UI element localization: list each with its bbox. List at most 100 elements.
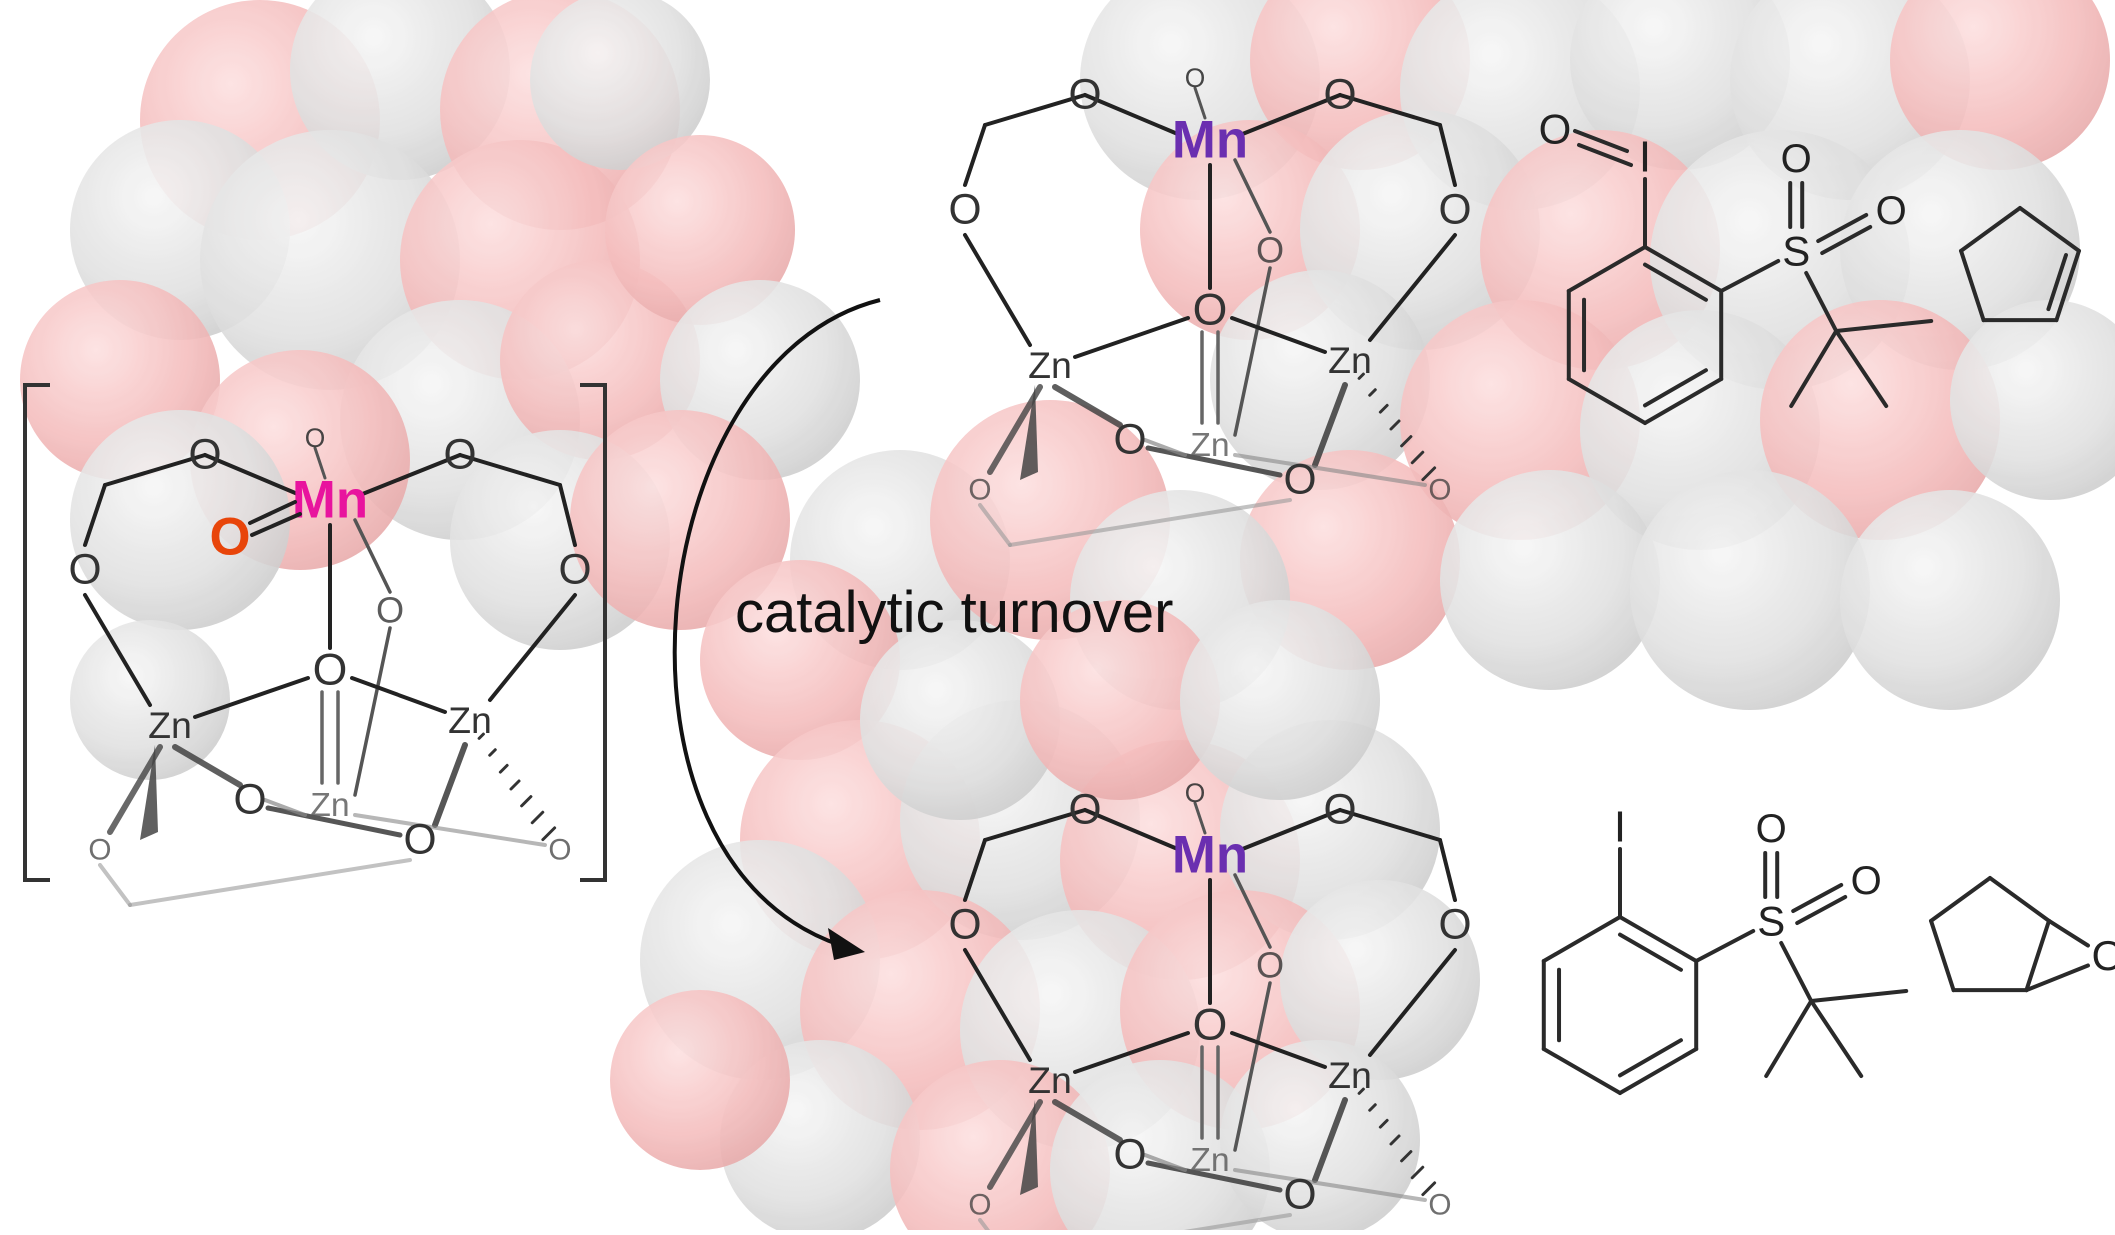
manganese-atom-label: Mn bbox=[1172, 826, 1248, 885]
bond bbox=[83, 593, 152, 707]
bond bbox=[1193, 801, 1207, 835]
bond bbox=[1791, 883, 1844, 913]
bond bbox=[353, 518, 392, 594]
oxygen-atom-label: O bbox=[1851, 859, 1882, 903]
background-atom-sphere bbox=[860, 620, 1060, 820]
arrow-head bbox=[828, 928, 865, 960]
bond bbox=[2018, 206, 2081, 253]
bond bbox=[477, 732, 485, 740]
background-atom-sphere bbox=[1950, 300, 2115, 500]
zinc-atom-label: Zn bbox=[1190, 426, 1229, 464]
bond bbox=[1573, 129, 1629, 153]
bond bbox=[103, 453, 207, 487]
bond bbox=[1577, 143, 1633, 167]
oxygen-atom-label: O bbox=[1428, 474, 1451, 507]
bond bbox=[1368, 233, 1457, 342]
bond bbox=[250, 512, 302, 537]
bond bbox=[1052, 1099, 1123, 1143]
bond bbox=[1421, 1181, 1437, 1197]
bond bbox=[1008, 498, 1292, 547]
bond bbox=[1233, 453, 1427, 487]
bond bbox=[1618, 1047, 1699, 1095]
background-atom-sphere bbox=[70, 410, 290, 630]
left-bracket bbox=[23, 383, 607, 882]
oxygen-atom-label: O bbox=[948, 187, 981, 234]
oxygen-atom-label: O bbox=[1876, 189, 1907, 233]
bond bbox=[350, 676, 447, 714]
oxygen-atom-label: O bbox=[188, 432, 221, 479]
oxygen-atom-label: O bbox=[1193, 286, 1228, 335]
wedge-bond bbox=[140, 745, 158, 840]
bond bbox=[1438, 838, 1457, 902]
bond bbox=[353, 813, 547, 847]
zinc-atom-label: Zn bbox=[148, 704, 192, 746]
background-atom-sphere bbox=[1440, 470, 1660, 690]
bond bbox=[1809, 999, 1864, 1078]
bond bbox=[1643, 262, 1708, 302]
bond bbox=[488, 593, 577, 702]
bond bbox=[1834, 319, 1934, 333]
bond bbox=[1719, 259, 1781, 293]
bond bbox=[1338, 808, 1442, 842]
bond bbox=[1238, 93, 1342, 137]
bond bbox=[541, 826, 557, 842]
bond bbox=[1073, 1031, 1190, 1074]
oxygen-atom-label: O bbox=[1756, 807, 1787, 851]
bond bbox=[1618, 932, 1683, 972]
background-atom-sphere bbox=[1020, 600, 1220, 800]
bond bbox=[1618, 1038, 1683, 1078]
oxygen-atom-label: O bbox=[968, 474, 991, 507]
oxygen-atom-label: O bbox=[968, 1189, 991, 1222]
oxygen-atom-label: O bbox=[1428, 1189, 1451, 1222]
bond bbox=[98, 863, 132, 907]
oxygen-atom-label: O bbox=[948, 902, 981, 949]
sulfur-atom-label: S bbox=[1782, 228, 1810, 275]
oxygen-atom-label: O bbox=[1256, 230, 1284, 271]
oxygen-atom-label: O bbox=[313, 646, 348, 695]
bond bbox=[530, 810, 545, 825]
bond bbox=[1083, 808, 1182, 852]
manganese-atom-label: Mn bbox=[1172, 111, 1248, 170]
bond bbox=[983, 93, 1087, 127]
bond bbox=[1357, 372, 1365, 380]
oxygen-atom-label: O bbox=[88, 834, 111, 867]
bond bbox=[1312, 1097, 1348, 1183]
bond bbox=[1834, 329, 1889, 408]
background-atom-sphere bbox=[530, 0, 710, 170]
bond bbox=[1400, 1150, 1413, 1163]
bond bbox=[1820, 225, 1873, 255]
bond bbox=[1410, 1165, 1425, 1180]
wedge-bond bbox=[1020, 1100, 1038, 1195]
bond bbox=[1143, 1153, 1187, 1172]
bond bbox=[1368, 388, 1377, 397]
bond bbox=[1410, 450, 1425, 465]
bond bbox=[1795, 895, 1848, 925]
bond bbox=[1541, 915, 1622, 963]
zinc-atom-label: Zn bbox=[1028, 1059, 1072, 1101]
bond bbox=[203, 453, 302, 497]
bond bbox=[358, 453, 462, 497]
oxygen-atom-label: O bbox=[1185, 63, 1206, 93]
bond bbox=[1438, 123, 1457, 187]
oxygen-atom-label: O bbox=[403, 817, 436, 864]
oxygen-atom-label: O bbox=[1256, 945, 1284, 986]
bracket-close bbox=[580, 383, 607, 882]
oxygen-atom-label: O bbox=[1113, 1132, 1146, 1179]
bond bbox=[1233, 873, 1272, 949]
background-atom-sphere bbox=[1210, 270, 1430, 490]
oxygen-atom-label: O bbox=[1185, 778, 1206, 808]
background-atom-sphere bbox=[1570, 0, 1790, 170]
bond bbox=[107, 744, 163, 835]
oxygen-atom-label: O bbox=[548, 834, 571, 867]
bond bbox=[432, 742, 468, 828]
bond bbox=[2054, 248, 2081, 323]
bond bbox=[2046, 918, 2090, 948]
bond bbox=[1233, 981, 1272, 1152]
bond bbox=[1238, 808, 1342, 852]
cyclopentene-oxide-product: O bbox=[1929, 876, 2115, 993]
